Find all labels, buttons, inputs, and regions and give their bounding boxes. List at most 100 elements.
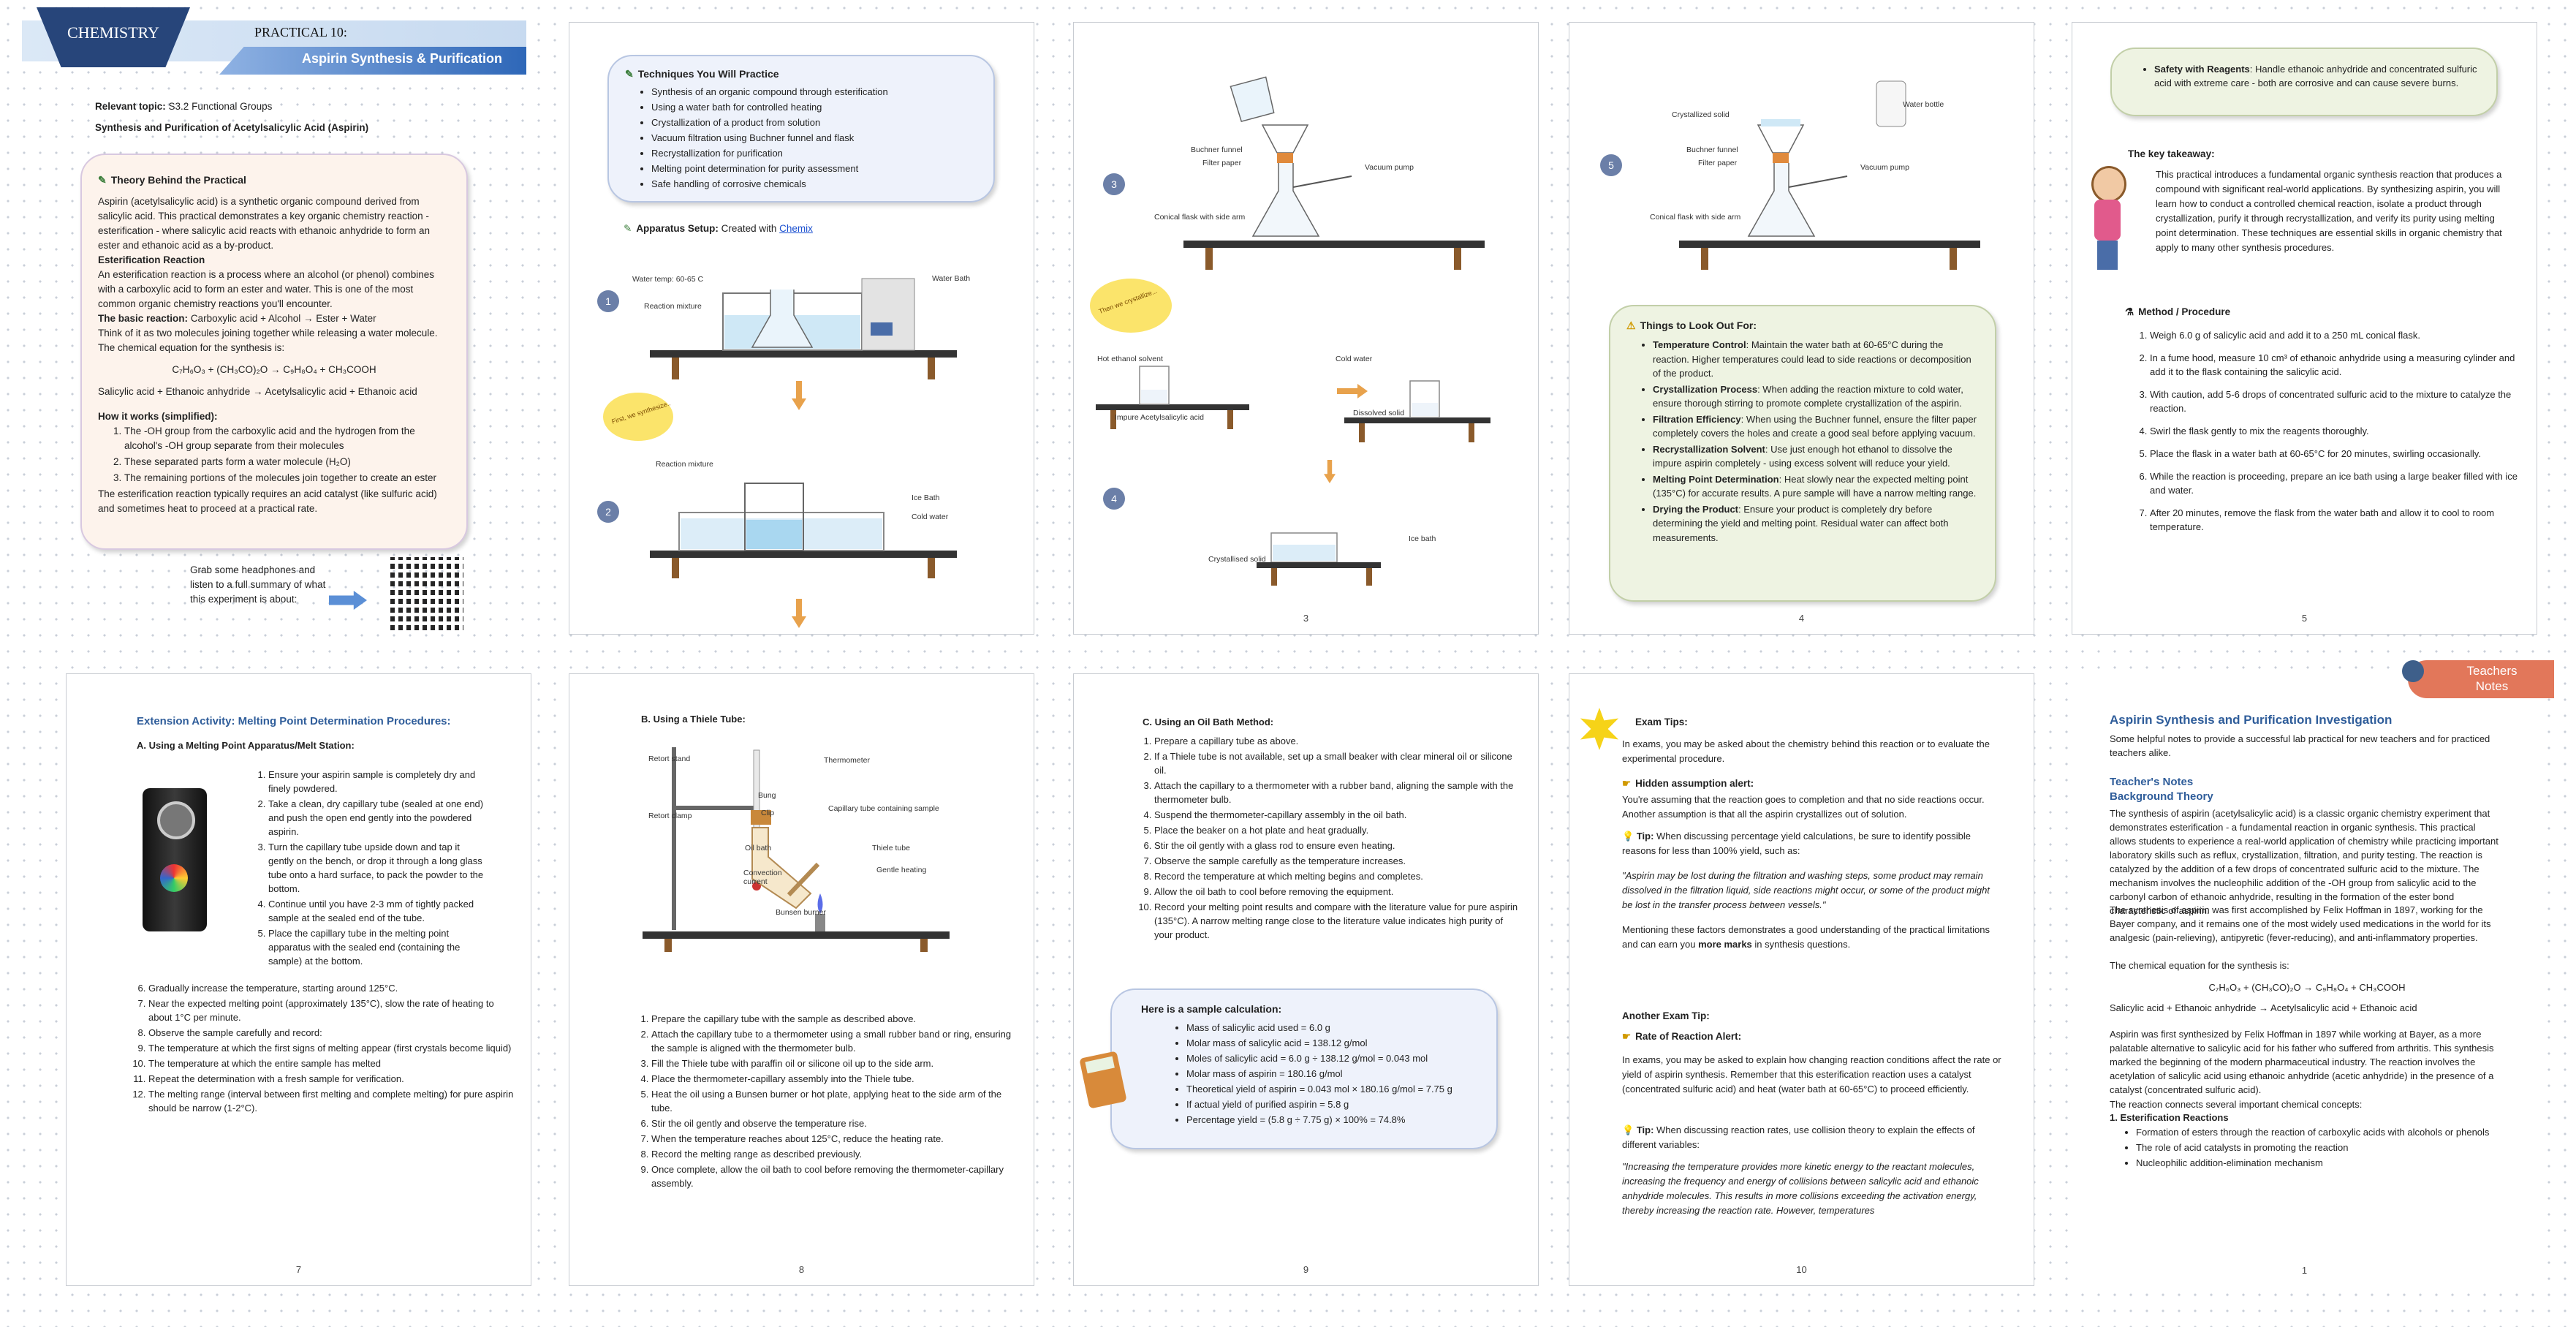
label-gentle-heating: Gentle heating [876,866,927,874]
ice-bath-crystals-diagram [1257,532,1381,586]
list-item: Place the capillary tube in the melting … [268,926,488,968]
label-ice-bath: Ice bath [1409,534,1436,543]
list-item: Attach the capillary tube to a thermomet… [651,1027,1024,1055]
list-item: Repeat the determination with a fresh sa… [148,1072,514,1086]
method-b-title: B. Using a Thiele Tube: [641,714,746,725]
list-item: Allow the oil bath to cool before removi… [1154,885,1520,899]
list-item: The role of acid catalysts in promoting … [2136,1141,2516,1154]
quote-2: "Increasing the temperature provides mor… [1622,1161,1979,1216]
equation: C₇H₆O₃ + (CH₃CO)₂O → C₉H₈O₄ + CH₃COOH [172,364,376,375]
page-number: 1 [2301,1265,2308,1276]
list-item: These separated parts form a water molec… [124,455,450,469]
think-text: Think of it as two molecules joining tog… [98,328,438,339]
label-oil-bath: Oil bath [745,844,772,852]
key-title: The key takeaway: [2128,148,2215,159]
how-head: How it works (simplified): [98,411,218,422]
list-item: Heat the oil using a Bunsen burner or ho… [651,1087,1024,1115]
list-item: Once complete, allow the oil bath to coo… [651,1162,1024,1190]
list-item: Record your melting point results and co… [1154,900,1520,942]
method-title: ⚗Method / Procedure [2125,306,2231,317]
techniques-list: Synthesis of an organic compound through… [625,85,977,191]
eq-intro: The chemical equation for the synthesis … [98,342,285,353]
label-crystallised-solid: Crystallised solid [1208,555,1266,564]
label-reaction-mixture: Reaction mixture [644,302,702,311]
list-item: Record the melting range as described pr… [651,1147,1024,1161]
list-item: The remaining portions of the molecules … [124,471,450,485]
exam-tips-text: In exams, you may be asked about the che… [1622,738,1990,764]
label-vacuum-pump: Vacuum pump [1365,163,1414,172]
list-item: Moles of salicylic acid = 6.0 g ÷ 138.12… [1186,1051,1482,1065]
label-conical-flask: Conical flask with side arm [1650,213,1741,222]
label-water-bottle: Water bottle [1903,100,1944,109]
list-item: Crystallization of a product from soluti… [651,116,977,129]
another-tip-title: Another Exam Tip: [1622,1010,1710,1021]
page-number: 10 [1796,1264,1807,1275]
page-number: 5 [2301,613,2308,624]
list-item: If a Thiele tube is not available, set u… [1154,749,1520,777]
techniques-title: Techniques You Will Practice [637,68,779,80]
ester-text: An esterification reaction is a process … [98,269,434,309]
list-item: Stir the oil gently with a glass rod to … [1154,839,1520,852]
word-equation: Salicylic acid + Ethanoic anhydride → Ac… [98,386,417,397]
theory-title: Theory Behind the Practical [110,174,246,186]
basic-label: The basic reaction: [98,313,189,324]
list-item: Continue until you have 2-3 mm of tightl… [268,897,488,925]
teacher-notes-page: Teachers Notes Aspirin Synthesis and Pur… [2072,660,2554,1286]
cloud-callout [1090,279,1172,333]
chemix-link[interactable]: Chemix [779,223,813,234]
qr-code-icon[interactable] [390,557,463,630]
safety-box: Safety with Reagents: Handle ethanoic an… [2110,48,2498,116]
page-2: ✎Techniques You Will Practice Synthesis … [569,22,1034,635]
list-item: While the reaction is proceeding, prepar… [2150,469,2530,497]
tn-history: The synthesis of aspirin was first accom… [2110,904,2491,943]
list-item: The melting range (interval between firs… [148,1087,514,1115]
page-9: C. Using an Oil Bath Method: Prepare a c… [1073,673,1539,1286]
method-c-title: C. Using an Oil Bath Method: [1143,717,1274,727]
list-item: Place the thermometer-capillary assembly… [651,1072,1024,1086]
tn-equation: C₇H₆O₃ + (CH₃CO)₂O → C₉H₈O₄ + CH₃COOH [2208,982,2406,993]
list-item: Temperature Control: Maintain the water … [1653,338,1979,381]
down-arrow-icon [1324,460,1336,483]
list-item: Suspend the thermometer-capillary assemb… [1154,808,1520,822]
washing-crystals-diagram [1679,80,1980,270]
extension-title: Extension Activity: Melting Point Determ… [137,715,451,727]
lightbulb-icon: 💡 [1622,831,1634,842]
recrystallization-diagram [1096,366,1490,442]
calc-title: Here is a sample calculation: [1141,1003,1282,1015]
tip-1: 💡 Tip: When discussing percentage yield … [1622,831,1971,856]
oil-bath-steps-list: Prepare a capillary tube as above. If a … [1128,734,1520,943]
label-bunsen-burner: Bunsen burner [776,908,826,917]
list-item: Turn the capillary tube upside down and … [268,840,488,896]
mention-text: Mentioning these factors demonstrates a … [1622,924,1990,950]
hidden-text: You're assuming that the reaction goes t… [1622,794,1985,820]
label-impure-acid: Impure Acetylsalicylic acid [1115,413,1204,422]
label-ice-bath: Ice Bath [912,494,940,502]
topic-value: S3.2 Functional Groups [168,101,273,112]
list-item: In a fume hood, measure 10 cm³ of ethano… [2150,351,2530,379]
list-item: The temperature at which the entire samp… [148,1056,514,1070]
safety-list: Safety with Reagents: Handle ethanoic an… [2128,62,2480,90]
page-5: Safety with Reagents: Handle ethanoic an… [2072,22,2537,635]
melt-steps-list-2: Gradually increase the temperature, star… [122,981,514,1116]
melt-steps-list: Ensure your aspirin sample is completely… [242,768,488,969]
label-crystallized-solid: Crystallized solid [1672,110,1730,119]
topic-label: Relevant topic: [95,101,166,112]
label-conical-flask: Conical flask with side arm [1154,213,1246,222]
page-number: 7 [295,1264,302,1275]
page-3: Buchner funnel Filter paper Vacuum pump … [1073,22,1539,635]
label-water-bath: Water Bath [932,274,971,283]
vacuum-filtration-diagram [1183,76,1485,270]
pencil-icon: ✎ [625,68,634,80]
header-title-bar [219,47,526,75]
list-item: Place the flask in a water bath at 60-65… [2150,447,2530,461]
tn-history-2: Aspirin was first synthesized by Felix H… [2110,1029,2494,1095]
list-item: When the temperature reaches about 125°C… [651,1132,1024,1146]
list-item: Drying the Product: Ensure your product … [1653,502,1979,545]
subtitle: Synthesis and Purification of Acetylsali… [95,122,369,133]
step-badge-3: 3 [1103,173,1125,195]
tn-word-equation: Salicylic acid + Ethanoic anhydride → Ac… [2110,1002,2417,1013]
tn-intro: Some helpful notes to provide a successf… [2110,733,2490,758]
list-item: Molar mass of aspirin = 180.16 g/mol [1186,1067,1482,1081]
page-4: Crystallized solid Water bottle Buchner … [1569,22,2034,635]
step-badge-5: 5 [1600,154,1622,176]
